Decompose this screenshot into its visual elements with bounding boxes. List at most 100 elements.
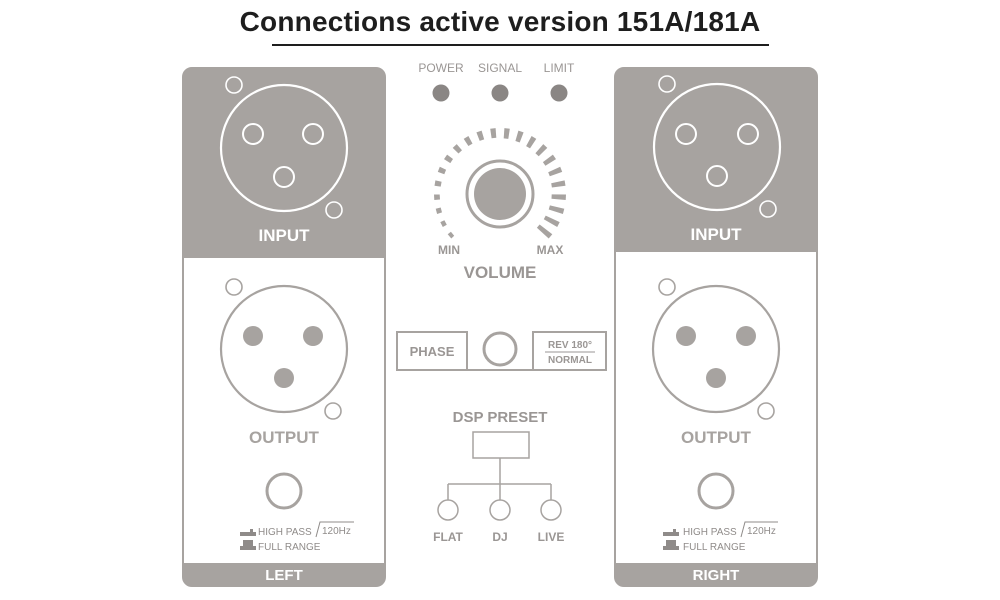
volume-scale-segment bbox=[452, 144, 462, 154]
dsp-flat-label: FLAT bbox=[433, 530, 463, 544]
left-filter-pushbutton[interactable] bbox=[265, 472, 303, 510]
left-footer-label: LEFT bbox=[265, 567, 303, 584]
switch-released-icon bbox=[663, 529, 679, 536]
left-output-screw-icon bbox=[225, 278, 243, 296]
volume-scale-segment bbox=[440, 220, 447, 227]
left-output-label: OUTPUT bbox=[249, 428, 320, 447]
volume-scale-segment bbox=[551, 180, 566, 188]
volume-scale-segment bbox=[437, 166, 447, 175]
right-filter-pushbutton[interactable] bbox=[697, 472, 735, 510]
left-high-pass-label: HIGH PASS bbox=[258, 527, 312, 538]
dsp-flat-button[interactable] bbox=[437, 499, 459, 521]
volume-min-label: MIN bbox=[438, 243, 460, 257]
volume-scale-segment bbox=[515, 130, 524, 143]
left-output-screw-icon bbox=[324, 402, 342, 420]
volume-scale-segment bbox=[536, 224, 553, 239]
volume-scale-segment bbox=[434, 194, 440, 200]
left-footer-bar bbox=[183, 563, 385, 586]
xlr-pin-icon bbox=[274, 368, 294, 388]
dsp-live-button[interactable] bbox=[540, 499, 562, 521]
freq-bracket-icon bbox=[315, 521, 354, 538]
right-input-label: INPUT bbox=[691, 225, 743, 244]
left-xlr-output-jack-icon[interactable] bbox=[219, 284, 349, 414]
right-xlr-output-jack-icon[interactable] bbox=[651, 284, 781, 414]
phase-normal-label: NORMAL bbox=[548, 355, 592, 366]
power-led bbox=[432, 84, 450, 102]
xlr-pin-icon bbox=[303, 326, 323, 346]
volume-scale-segment bbox=[434, 180, 442, 187]
volume-scale-segment bbox=[551, 194, 566, 200]
xlr-pin-hole-icon bbox=[737, 123, 759, 145]
volume-scale-segment bbox=[535, 144, 548, 157]
left-freq-label: 120Hz bbox=[322, 526, 351, 537]
volume-scale-segment bbox=[548, 166, 563, 177]
switch-pressed-icon bbox=[240, 540, 256, 550]
right-input-screw-icon bbox=[759, 200, 777, 218]
right-output-label: OUTPUT bbox=[681, 428, 752, 447]
volume-scale-segment bbox=[476, 130, 485, 141]
volume-scale bbox=[434, 128, 566, 239]
dsp-dj-button[interactable] bbox=[489, 499, 511, 521]
switch-pressed-icon bbox=[663, 540, 679, 550]
volume-scale-segment bbox=[447, 231, 455, 239]
phase-switch-button[interactable] bbox=[482, 331, 518, 367]
volume-scale-segment bbox=[543, 215, 560, 227]
left-module: INPUT OUTPUT HIGH PASS 120Hz FULL RANGE … bbox=[182, 67, 386, 587]
switch-released-icon bbox=[240, 529, 256, 536]
title-underline bbox=[272, 44, 769, 46]
volume-label: VOLUME bbox=[464, 263, 537, 282]
phase-label: PHASE bbox=[410, 344, 455, 359]
left-input-screw-icon bbox=[325, 201, 343, 219]
volume-scale-segment bbox=[490, 128, 497, 139]
right-input-screw-icon bbox=[658, 75, 676, 93]
freq-bracket-icon bbox=[740, 521, 778, 538]
right-freq-label: 120Hz bbox=[747, 526, 776, 537]
right-footer-label: RIGHT bbox=[693, 567, 740, 584]
right-output-screw-icon bbox=[757, 402, 775, 420]
volume-scale-segment bbox=[435, 207, 442, 214]
volume-scale-segment bbox=[444, 154, 453, 164]
xlr-pin-icon bbox=[676, 326, 696, 346]
xlr-pin-hole-icon bbox=[273, 166, 295, 188]
limit-led bbox=[550, 84, 568, 102]
left-input-screw-icon bbox=[225, 76, 243, 94]
right-high-pass-label: HIGH PASS bbox=[683, 527, 737, 538]
left-full-range-label: FULL RANGE bbox=[258, 542, 321, 553]
xlr-pin-icon bbox=[706, 368, 726, 388]
phase-rev-label: REV 180° bbox=[548, 340, 592, 351]
volume-scale-segment bbox=[503, 128, 510, 139]
volume-scale-segment bbox=[526, 136, 537, 149]
xlr-pin-hole-icon bbox=[675, 123, 697, 145]
volume-scale-segment bbox=[542, 154, 556, 166]
left-input-label: INPUT bbox=[259, 226, 311, 245]
center-controls: POWER SIGNAL LIMIT MIN MAX VOLUME PHASE … bbox=[396, 61, 607, 544]
phase-label-box bbox=[396, 331, 468, 371]
xlr-pin-hole-icon bbox=[302, 123, 324, 145]
page-title: Connections active version 151A/181A bbox=[239, 6, 761, 37]
right-footer-bar bbox=[615, 563, 817, 586]
dsp-dj-label: DJ bbox=[492, 530, 507, 544]
right-input-section bbox=[615, 68, 817, 252]
xlr-pin-hole-icon bbox=[242, 123, 264, 145]
led-label-power: POWER bbox=[418, 61, 464, 75]
volume-knob-ring[interactable] bbox=[465, 159, 535, 229]
dsp-preset-label: DSP PRESET bbox=[453, 409, 548, 426]
phase-option-box bbox=[532, 331, 607, 371]
dsp-preset-display bbox=[472, 431, 530, 459]
xlr-pin-hole-icon bbox=[706, 165, 728, 187]
volume-scale-segment bbox=[463, 136, 473, 146]
right-output-screw-icon bbox=[658, 278, 676, 296]
xlr-pin-icon bbox=[243, 326, 263, 346]
volume-knob[interactable] bbox=[474, 168, 526, 220]
left-input-section bbox=[183, 68, 385, 258]
led-label-signal: SIGNAL bbox=[478, 61, 522, 75]
right-xlr-input-jack-icon[interactable] bbox=[652, 82, 782, 212]
right-full-range-label: FULL RANGE bbox=[683, 542, 746, 553]
left-xlr-input-jack-icon[interactable] bbox=[219, 83, 349, 213]
right-module: INPUT OUTPUT HIGH PASS 120Hz FULL RANGE … bbox=[614, 67, 818, 587]
volume-max-label: MAX bbox=[537, 243, 564, 257]
signal-led bbox=[491, 84, 509, 102]
dsp-live-label: LIVE bbox=[538, 530, 565, 544]
volume-scale-segment bbox=[548, 205, 565, 214]
